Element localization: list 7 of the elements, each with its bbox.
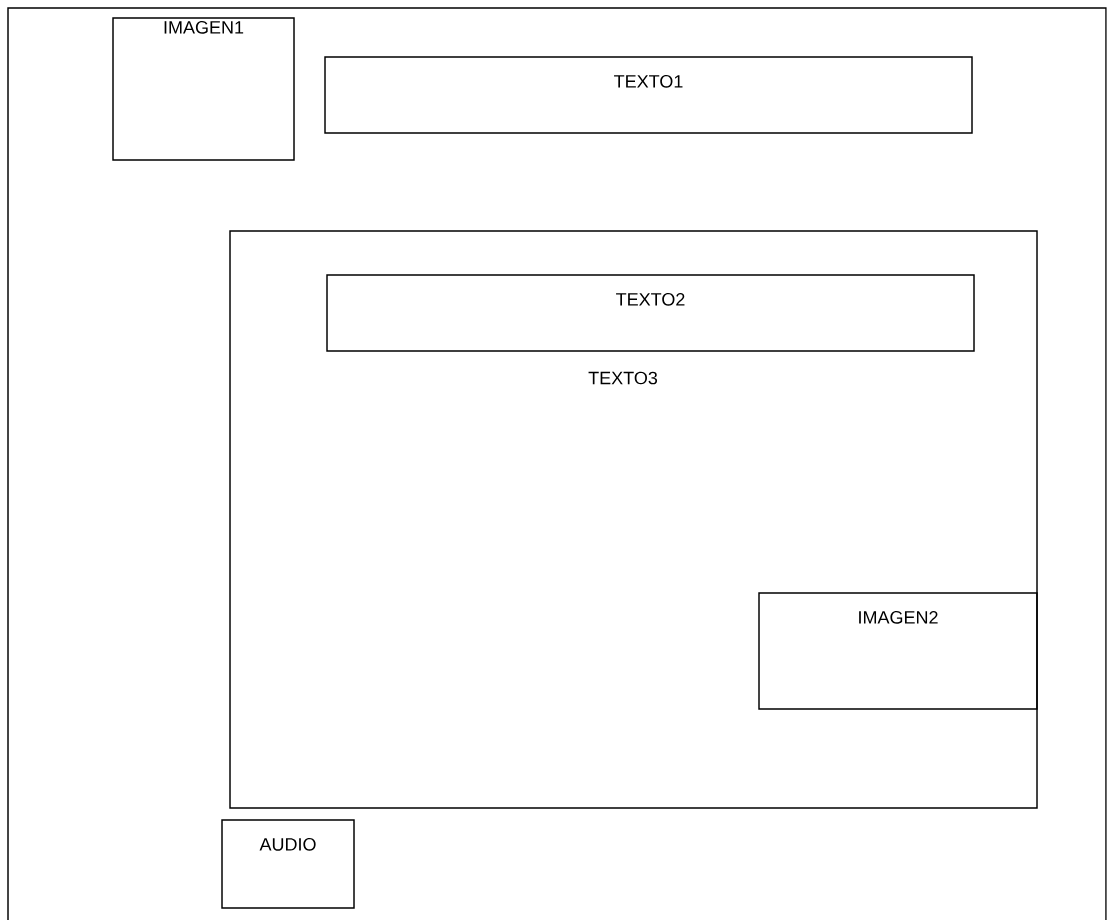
text-box: AUDIO: [221, 819, 355, 909]
text-box: TEXTO2: [326, 274, 975, 352]
text-box: TEXTO1: [324, 56, 973, 134]
text-box: IMAGEN2: [758, 592, 1038, 710]
empty-box: [229, 230, 1038, 809]
text-box: IMAGEN1: [112, 17, 295, 161]
text-label: TEXTO3: [588, 371, 658, 385]
